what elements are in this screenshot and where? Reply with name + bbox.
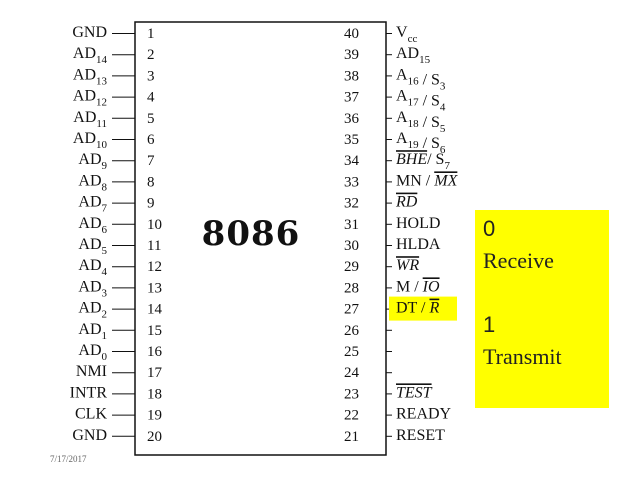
pin-39-label: AD15 — [396, 45, 431, 66]
pin-10-number: 10 — [147, 217, 162, 233]
pin-28-number: 28 — [344, 280, 359, 296]
date-stamp: 7/17/2017 — [50, 454, 87, 464]
pin-9-number: 9 — [147, 196, 155, 212]
pin-38-label: A16 / S3 — [396, 66, 446, 92]
pin-8-label: AD8 — [78, 172, 107, 193]
pin-2-label: AD14 — [73, 45, 108, 66]
pin-22-number: 22 — [344, 408, 359, 424]
pin-16-number: 16 — [147, 344, 163, 360]
pin-29-number: 29 — [344, 259, 359, 275]
pin-32-label: RD — [395, 194, 418, 211]
pin-3-label: AD13 — [73, 66, 108, 87]
pin-34-number: 34 — [344, 153, 360, 169]
pin-40-label: Vcc — [396, 24, 417, 45]
pin-39-number: 39 — [344, 47, 359, 63]
pin-16-label: AD0 — [78, 342, 107, 363]
pin-17-label: NMI — [76, 363, 107, 380]
pin-15-number: 15 — [147, 323, 162, 339]
pin-6-label: AD10 — [73, 130, 108, 151]
pin-36-number: 36 — [344, 111, 360, 127]
pin-28-label: M / IO — [396, 278, 440, 295]
pin-34-label: BHE/ S7 — [396, 151, 450, 172]
pin-31-number: 31 — [344, 217, 359, 233]
transmit-value: 1 — [483, 312, 496, 337]
transmit-label: Transmit — [483, 344, 562, 369]
pin-18-label: INTR — [70, 384, 108, 401]
pin-7-label: AD9 — [78, 151, 107, 172]
pin-11-label: AD5 — [78, 236, 107, 257]
pin-17-number: 17 — [147, 365, 163, 381]
pin-30-label: HLDA — [396, 236, 441, 253]
pin-7-number: 7 — [147, 153, 155, 169]
callout-spacer — [483, 274, 601, 312]
pin-10-label: AD6 — [78, 215, 107, 236]
pin-11-number: 11 — [147, 238, 161, 254]
pin-31-label: HOLD — [396, 215, 440, 232]
pin-33-number: 33 — [344, 174, 359, 190]
pin-36-label: A18 / S5 — [396, 109, 446, 135]
pin-12-label: AD4 — [78, 257, 107, 278]
pin-20-label: GND — [72, 427, 107, 444]
pin-3-number: 3 — [147, 68, 155, 84]
pin-13-label: AD3 — [78, 278, 107, 299]
pin-23-number: 23 — [344, 386, 359, 402]
pin-1-label: GND — [72, 24, 107, 41]
pin-32-number: 32 — [344, 196, 359, 212]
chip-body — [134, 21, 387, 456]
pin-38-number: 38 — [344, 68, 359, 84]
pin-1-number: 1 — [147, 26, 155, 42]
pin-19-number: 19 — [147, 408, 162, 424]
pin-8-number: 8 — [147, 174, 155, 190]
pin-27-highlight — [389, 296, 457, 321]
pin-35-label: A19 / S6 — [396, 130, 446, 156]
pin-9-label: AD7 — [78, 194, 107, 215]
chip-title: 8086 — [201, 214, 301, 254]
pin-33-label: MN / MX — [396, 172, 459, 189]
pin-37-label: A17 / S4 — [396, 88, 446, 114]
pin-29-label: WR — [396, 257, 419, 274]
pin-19-label: CLK — [75, 406, 107, 423]
pin-5-number: 5 — [147, 111, 155, 127]
pin-37-number: 37 — [344, 90, 360, 106]
pin-27-label: DT / R — [396, 300, 439, 317]
receive-value: 0 — [483, 216, 496, 241]
pin-35-number: 35 — [344, 132, 359, 148]
pin-23-label: TEST — [396, 384, 433, 401]
pin-14-label: AD2 — [78, 300, 107, 321]
pin-12-number: 12 — [147, 259, 162, 275]
pin-5-label: AD11 — [73, 109, 107, 130]
pin-2-number: 2 — [147, 47, 155, 63]
pin-13-number: 13 — [147, 280, 162, 296]
dt-r-callout: 0 Receive 1 Transmit — [475, 210, 609, 408]
pin-4-number: 4 — [147, 90, 155, 106]
pin-25-number: 25 — [344, 344, 359, 360]
pin-4-label: AD12 — [73, 88, 107, 109]
pin-18-number: 18 — [147, 386, 162, 402]
pin-21-label: RESET — [396, 427, 445, 444]
pin-30-number: 30 — [344, 238, 359, 254]
pin-6-number: 6 — [147, 132, 155, 148]
pin-27-number: 27 — [344, 302, 360, 318]
pin-21-number: 21 — [344, 429, 359, 445]
pins-layer: 1GND2AD143AD134AD125AD116AD107AD98AD89AD… — [70, 24, 459, 445]
pin-20-number: 20 — [147, 429, 162, 445]
pin-15-label: AD1 — [78, 321, 107, 342]
pin-26-number: 26 — [344, 323, 360, 339]
receive-label: Receive — [483, 248, 554, 273]
pin-24-number: 24 — [344, 365, 360, 381]
pin-14-number: 14 — [147, 302, 163, 318]
pin-22-label: READY — [396, 406, 452, 423]
pin-40-number: 40 — [344, 26, 359, 42]
